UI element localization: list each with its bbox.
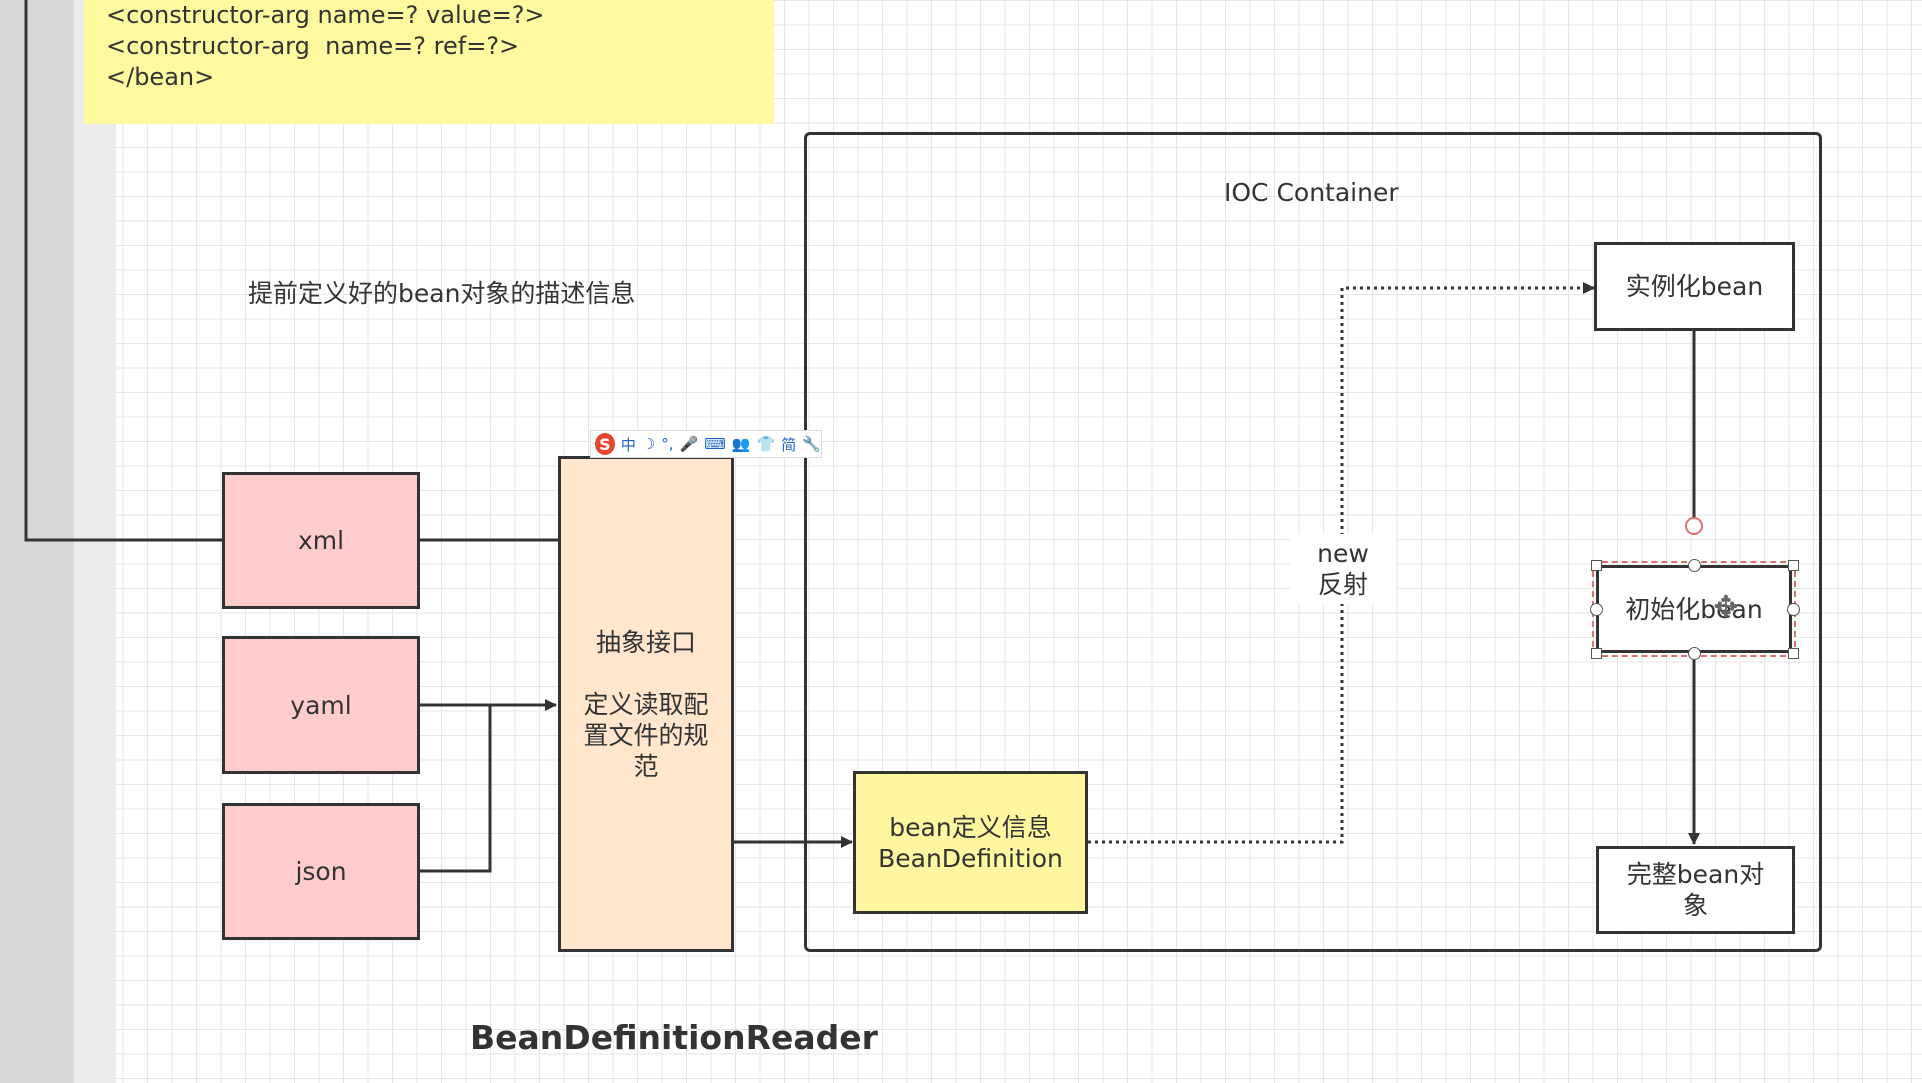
resize-handle[interactable] bbox=[1591, 648, 1602, 659]
ime-logo-icon[interactable]: S bbox=[595, 433, 615, 455]
connection-handle[interactable] bbox=[1688, 647, 1701, 660]
bean-definition-node[interactable]: bean定义信息 BeanDefinition bbox=[853, 771, 1088, 914]
reader-name-label: BeanDefinitionReader bbox=[470, 1018, 878, 1057]
complete-bean-line: 象 bbox=[1682, 891, 1708, 920]
code-line: <constructor-arg name=? ref=?> bbox=[106, 32, 520, 60]
yaml-node[interactable]: yaml bbox=[222, 636, 420, 774]
edge-json-to-reader bbox=[418, 705, 492, 873]
reader-interface-line: 抽象接口 bbox=[595, 627, 696, 657]
instantiate-bean-label: 实例化bean bbox=[1625, 272, 1764, 301]
instantiate-bean-node[interactable]: 实例化bean bbox=[1594, 242, 1795, 331]
ime-punctuation-icon[interactable]: °, bbox=[661, 435, 674, 453]
ime-chinese-mode-icon[interactable]: 中 bbox=[620, 435, 636, 454]
code-line: <constructor-arg name=? value=?> bbox=[106, 1, 545, 29]
xml-node[interactable]: xml bbox=[222, 472, 420, 609]
ime-keyboard-icon[interactable]: ⌨ bbox=[704, 435, 726, 453]
ime-users-icon[interactable]: 👥 bbox=[731, 435, 751, 453]
initialize-bean-label: 初始化bean bbox=[1625, 594, 1763, 624]
edge-beandef-to-instantiate bbox=[1088, 282, 1595, 844]
connection-handle[interactable] bbox=[1787, 603, 1800, 616]
complete-bean-line: 完整bean对 bbox=[1626, 860, 1765, 889]
reader-interface-line: 置文件的规 bbox=[583, 720, 709, 750]
reader-interface-line: 定义读取配 bbox=[583, 689, 709, 719]
ioc-container-title: IOC Container bbox=[1224, 178, 1399, 207]
xml-node-label: xml bbox=[297, 526, 345, 555]
connection-handle[interactable] bbox=[1688, 559, 1701, 572]
move-cursor-icon: ✥ bbox=[1713, 590, 1739, 625]
ioc-container-box[interactable] bbox=[804, 132, 1822, 952]
resize-handle[interactable] bbox=[1788, 560, 1799, 571]
code-line: </bean> bbox=[106, 63, 215, 91]
resize-handle[interactable] bbox=[1788, 648, 1799, 659]
ime-toolbar[interactable]: S 中 ☽ °, 🎤 ⌨ 👥 👕 简 🔧 bbox=[590, 430, 822, 458]
reader-interface-node[interactable]: 抽象接口 定义读取配 置文件的规 范 bbox=[558, 456, 734, 952]
ime-moon-icon[interactable]: ☽ bbox=[641, 435, 656, 453]
edge-label-line: 反射 bbox=[1317, 570, 1368, 599]
code-note[interactable]: <constructor-arg name=? value=?> <constr… bbox=[84, 0, 774, 124]
reader-interface-line: 范 bbox=[633, 751, 659, 781]
selection-outline bbox=[1592, 561, 1796, 657]
edge-label-line: new bbox=[1317, 539, 1369, 568]
edge-label-new-reflection: new 反射 bbox=[1290, 534, 1396, 604]
bean-definition-line: BeanDefinition bbox=[878, 843, 1063, 873]
resize-handle[interactable] bbox=[1591, 560, 1602, 571]
yaml-node-label: yaml bbox=[290, 690, 352, 720]
connection-handle[interactable] bbox=[1590, 603, 1603, 616]
complete-bean-node[interactable]: 完整bean对 象 bbox=[1596, 846, 1795, 934]
bean-definition-line: bean定义信息 bbox=[889, 812, 1052, 842]
json-node[interactable]: json bbox=[222, 803, 420, 940]
ime-simplified-icon[interactable]: 简 bbox=[781, 435, 797, 454]
initialize-bean-node[interactable]: 初始化bean bbox=[1596, 565, 1792, 653]
edge-endpoint-handle bbox=[1685, 517, 1703, 535]
ime-microphone-icon[interactable]: 🎤 bbox=[679, 435, 699, 453]
ime-settings-wrench-icon[interactable]: 🔧 bbox=[802, 435, 821, 453]
ime-skin-icon[interactable]: 👕 bbox=[756, 435, 776, 453]
description-label: 提前定义好的bean对象的描述信息 bbox=[248, 279, 636, 308]
json-node-label: json bbox=[295, 857, 347, 886]
edge-outer-to-xml bbox=[24, 0, 224, 542]
